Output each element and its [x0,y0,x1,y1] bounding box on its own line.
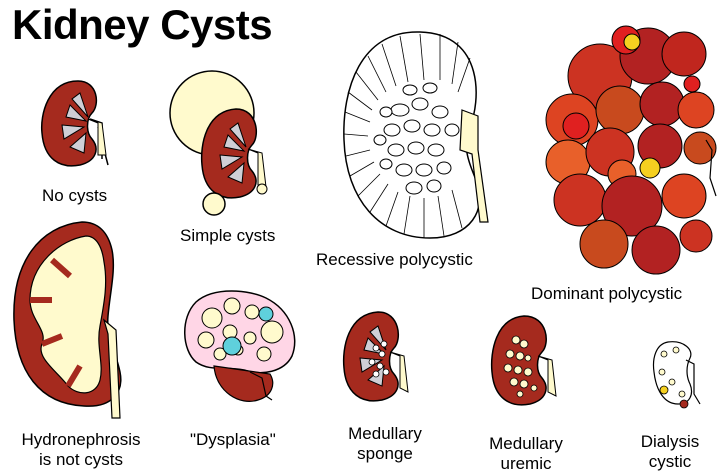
label-medullary-sponge-line1: Medullary [342,424,428,444]
label-medullary-uremic-line1: Medullary [476,434,576,454]
kidney-dysplasia [185,291,295,401]
kidney-medullary-uremic [492,316,556,405]
kidney-hydronephrosis [14,222,121,418]
kidney-medullary-sponge [344,312,408,401]
kidney-no-cysts [42,81,108,166]
label-dysplasia: "Dysplasia" [190,430,276,450]
label-dialysis-cystic: Dialysis cystic [630,432,710,472]
kidney-dominant-polycystic [546,26,716,274]
label-simple-cysts: Simple cysts [180,226,275,246]
label-medullary-sponge: Medullary sponge [342,424,428,464]
label-dialysis-cystic-line1: Dialysis [630,432,710,452]
label-hydronephrosis-line1: Hydronephrosis [6,430,156,450]
kidney-dialysis-cystic [654,342,700,408]
kidney-simple-cysts [170,71,267,215]
label-medullary-sponge-line2: sponge [342,444,428,464]
label-medullary-uremic-line2: uremic [476,454,576,474]
label-medullary-uremic: Medullary uremic [476,434,576,474]
label-hydronephrosis: Hydronephrosis is not cysts [6,430,156,470]
label-recessive-polycystic: Recessive polycystic [316,250,473,270]
label-hydronephrosis-line2: is not cysts [6,450,156,470]
label-no-cysts: No cysts [42,186,107,206]
label-dialysis-cystic-line2: cystic [630,452,710,472]
label-dominant-polycystic: Dominant polycystic [531,284,682,304]
kidney-recessive-polycystic [344,32,488,238]
